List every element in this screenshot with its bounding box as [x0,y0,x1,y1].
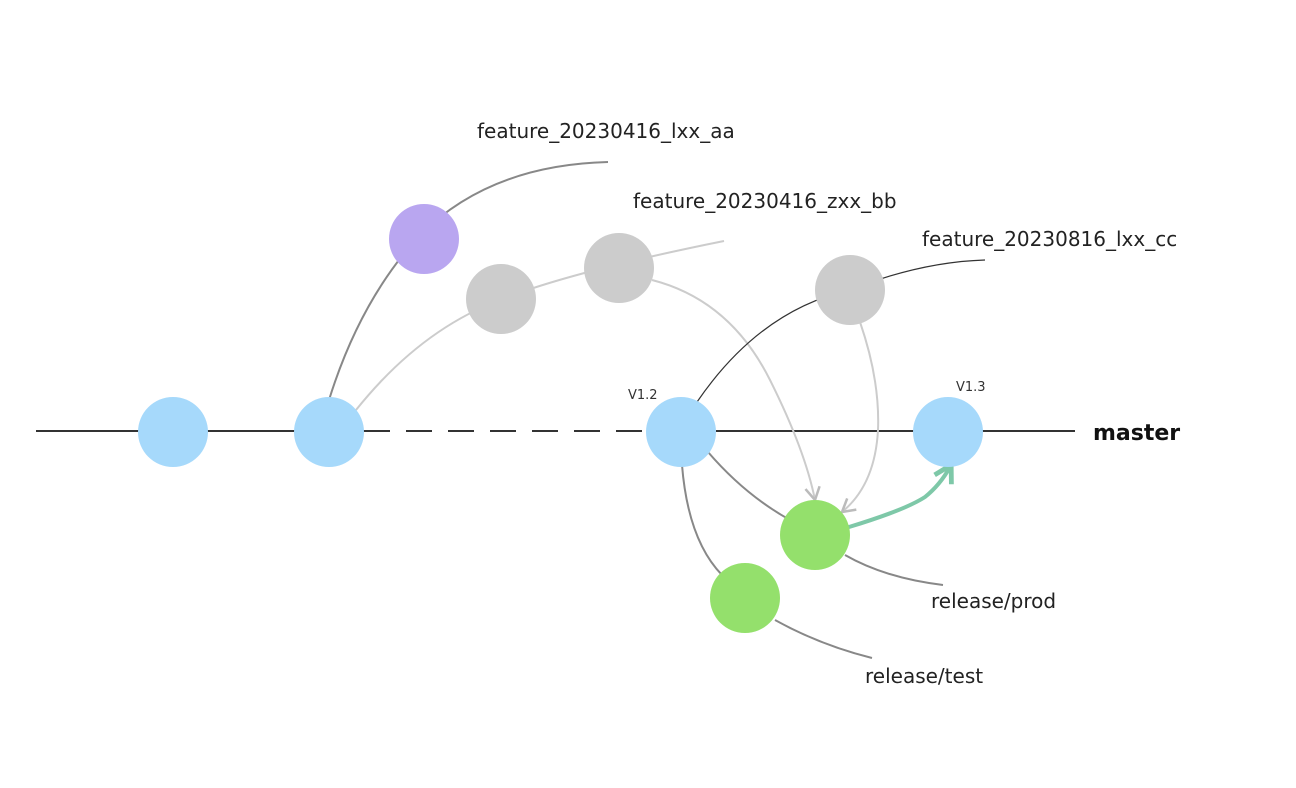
release-test-commit [710,563,780,633]
master-commit-v1-2 [646,397,716,467]
feature-bb-commit-2 [584,233,654,303]
feature-bb-merge-line [651,279,821,503]
feature-cc-commit [815,255,885,325]
release-prod-label: release/prod [931,589,1056,613]
merge-to-master-arrow [847,460,954,529]
feature-aa-label: feature_20230416_lxx_aa [477,119,735,143]
feature-cc-merge-line [840,321,880,514]
release-test-label: release/test [865,664,983,688]
feature-bb-commit-1 [466,264,536,334]
release-prod-branch-line [707,451,944,586]
master-commit-v1-3 [913,397,983,467]
feature-cc-label: feature_20230816_lxx_cc [922,227,1177,251]
release-test-branch-line [681,464,873,659]
master-commit-2 [294,397,364,467]
feature-bb-label: feature_20230416_zxx_bb [633,189,897,213]
feature-aa-commit [389,204,459,274]
release-prod-commit [780,500,850,570]
version-tag-v1-2: V1.2 [628,388,658,403]
feature-aa-branch-line [328,161,609,401]
master-commit-1 [138,397,208,467]
master-label: master [1093,421,1180,446]
version-tag-v1-3: V1.3 [956,380,986,395]
